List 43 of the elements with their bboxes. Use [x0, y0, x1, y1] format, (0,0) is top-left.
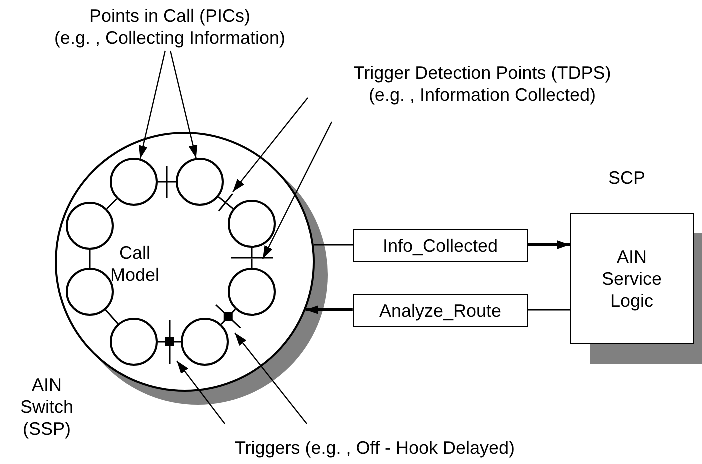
- node-caption: SCP: [607, 167, 646, 189]
- leader-line: [170, 50, 198, 158]
- callout-text: Points in Call (PICs): [88, 5, 252, 27]
- arrow: [306, 306, 353, 314]
- callout-text: (e.g. , Information Collected): [368, 84, 598, 106]
- connector-line: [528, 309, 570, 311]
- callout-text: Triggers (e.g. , Off - Hook Delayed): [234, 437, 516, 459]
- leader-line: [262, 122, 333, 260]
- state-circle: [110, 158, 158, 206]
- connector-line: [226, 202, 234, 210]
- message-box: [353, 294, 528, 327]
- leader-line: [176, 360, 226, 424]
- arrow: [528, 240, 570, 250]
- node-label: Info_Collected: [382, 234, 498, 256]
- state-circle: [228, 200, 276, 248]
- node-label: Analyze_Route: [379, 300, 502, 322]
- leader-line: [234, 332, 308, 424]
- connector-line: [251, 258, 253, 268]
- state-circle: [110, 318, 158, 366]
- state-circle: [176, 158, 224, 206]
- connector-line: [231, 308, 236, 314]
- message-box: [353, 229, 528, 262]
- connector-line: [314, 244, 353, 246]
- leader-line: [138, 50, 166, 160]
- callout-text: Trigger Detection Points (TDPS): [352, 62, 612, 84]
- connector-line: [158, 181, 176, 183]
- connector-line: [89, 250, 91, 268]
- connector-line: [251, 248, 253, 258]
- connector-line: [105, 310, 119, 324]
- node-label: Call Model: [109, 242, 161, 286]
- state-circle: [228, 268, 276, 316]
- node-label: AIN Service Logic: [600, 246, 664, 312]
- connector-line: [218, 196, 226, 204]
- leader-line: [232, 98, 308, 192]
- connector-line: [220, 320, 226, 326]
- state-circle: [66, 202, 114, 250]
- state-circle: [181, 318, 229, 366]
- connector-line: [158, 341, 165, 343]
- state-circle: [66, 268, 114, 316]
- connector-line: [106, 198, 118, 210]
- callout-text: (e.g. , Collecting Information): [53, 27, 287, 49]
- node-caption: AIN Switch (SSP): [19, 374, 74, 440]
- connector-line: [174, 341, 181, 343]
